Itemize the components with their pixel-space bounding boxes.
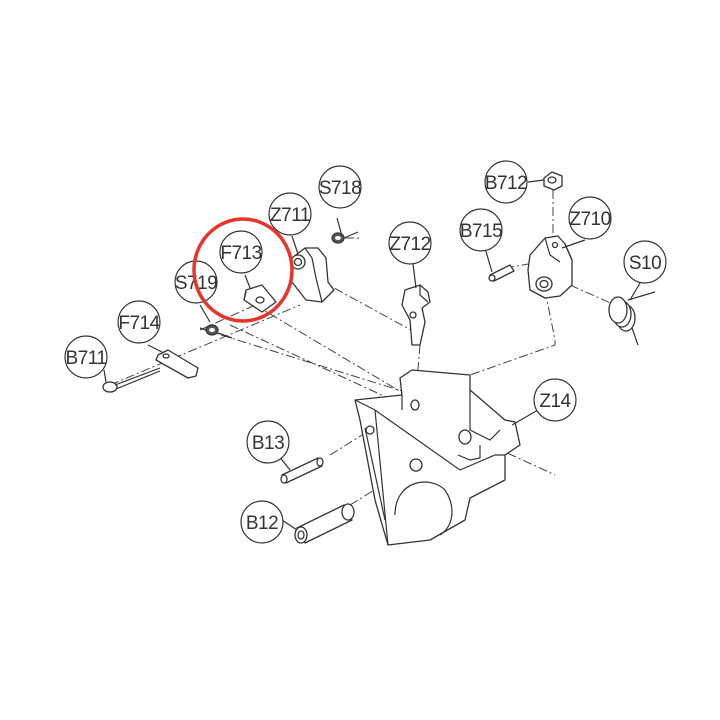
highlight-ring-f713 <box>192 217 294 323</box>
part-s10-coil-spring[interactable] <box>608 291 656 346</box>
label-b12-text: B12 <box>246 513 278 534</box>
part-f713-block[interactable] <box>243 284 277 313</box>
part-b715-pin[interactable] <box>488 264 515 282</box>
label-s718-text: S718 <box>319 178 361 199</box>
label-b12[interactable]: B12 <box>240 500 284 544</box>
part-s719-spring[interactable] <box>199 324 233 339</box>
part-b13-pin[interactable] <box>280 457 324 484</box>
label-f714[interactable]: F714 <box>117 300 161 344</box>
label-b711-text: B711 <box>66 348 107 369</box>
label-b13-text: B13 <box>252 433 284 454</box>
part-z710-hammer[interactable] <box>527 235 573 299</box>
part-s718-spring[interactable] <box>331 231 359 244</box>
part-b712-bushing[interactable] <box>543 171 563 191</box>
label-z14-text: Z14 <box>539 391 571 412</box>
label-f713-text: F713 <box>220 243 261 264</box>
label-z710[interactable]: Z710 <box>568 196 612 240</box>
part-z14-housing[interactable] <box>354 369 521 546</box>
label-s10[interactable]: S10 <box>623 240 667 284</box>
label-z711-text: Z711 <box>270 205 310 226</box>
label-b715[interactable]: B715 <box>459 208 503 252</box>
leader-lines <box>103 179 641 531</box>
label-f714-text: F714 <box>118 313 160 334</box>
label-s10-text: S10 <box>629 253 661 274</box>
part-b12-sleeve[interactable] <box>294 503 355 544</box>
part-z712[interactable] <box>401 284 431 346</box>
label-b13[interactable]: B13 <box>246 420 290 464</box>
part-b711-screw[interactable] <box>102 367 161 393</box>
label-z711[interactable]: Z711 <box>268 192 312 236</box>
label-b711[interactable]: B711 <box>64 335 108 379</box>
assembly-lines <box>109 190 616 506</box>
label-z710-text: Z710 <box>569 209 610 230</box>
part-z711-lever[interactable] <box>290 247 335 303</box>
label-b712[interactable]: B712 <box>484 160 528 204</box>
label-z712-text: Z712 <box>389 234 430 255</box>
label-b715-text: B715 <box>460 221 502 242</box>
label-f713[interactable]: F713 <box>219 230 263 274</box>
label-z14[interactable]: Z14 <box>533 378 577 422</box>
part-f714-plate[interactable] <box>155 349 199 379</box>
label-b712-text: B712 <box>485 173 527 194</box>
label-s718[interactable]: S718 <box>318 165 362 209</box>
label-z712[interactable]: Z712 <box>388 221 432 265</box>
